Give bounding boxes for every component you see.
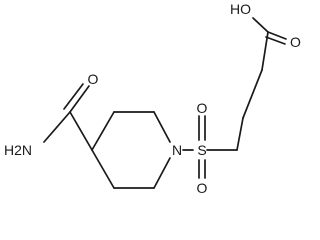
sulfonyl-oxygen-top-label: O	[197, 100, 208, 116]
chemical-structure-diagram: HO O S O O N O H2N	[4, 1, 301, 195]
sulfur-label: S	[197, 142, 206, 158]
bond-amide-n	[43, 111, 71, 143]
bond-n-ring-upper	[153, 111, 171, 143]
bond-c1-c2	[261, 31, 269, 71]
bond-ring-lower-left	[91, 149, 115, 189]
carboxyl-oxygen-label: O	[290, 34, 301, 50]
amide-nitrogen-label: H2N	[4, 142, 32, 158]
bond-ring-lower-n	[153, 157, 171, 189]
bond-c2-c3	[242, 69, 263, 119]
bond-amide-o-b	[63, 83, 84, 110]
bond-amide-o-a	[69, 85, 90, 113]
bond-c1-oh	[252, 17, 269, 33]
ring-nitrogen-label: N	[172, 142, 182, 158]
sulfonyl-oxygen-bottom-label: O	[197, 180, 208, 195]
hydroxyl-label: HO	[230, 1, 251, 17]
bond-c1-o-double-a	[267, 31, 287, 40]
bond-ring-c-amide	[69, 111, 93, 151]
bond-ring-upper-left	[91, 111, 115, 151]
bond-c1-o-double-b	[265, 36, 286, 45]
amide-oxygen-label: O	[88, 71, 99, 87]
bond-c3-c4	[236, 117, 244, 151]
